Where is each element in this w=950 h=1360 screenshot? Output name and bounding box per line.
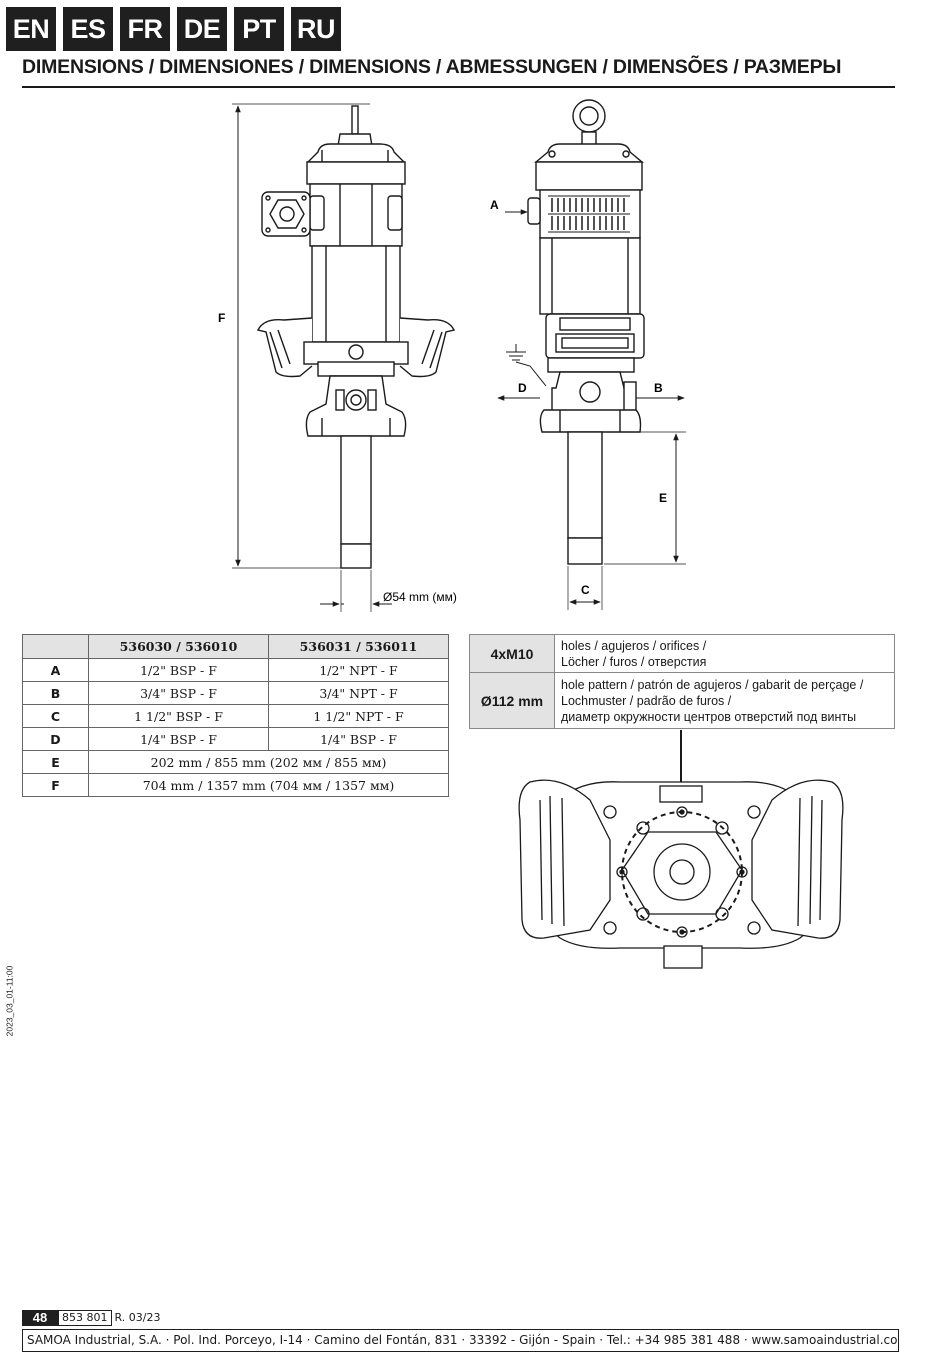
table-row: F 704 mm / 1357 mm (704 мм / 1357 мм) — [22, 773, 449, 797]
holes-key: Ø112 mm — [469, 672, 555, 729]
lang-tab-es[interactable]: ES — [63, 7, 113, 51]
row-key: C — [22, 704, 89, 728]
holes-desc-line: holes / agujeros / orifices / — [561, 638, 707, 653]
language-tabs: EN ES FR DE PT RU — [6, 7, 341, 51]
side-view — [527, 99, 645, 565]
table-cell: 202 mm / 855 mm (202 мм / 855 мм) — [88, 750, 449, 774]
table-row: D 1/4" BSP - F 1/4" BSP - F — [22, 727, 449, 751]
table-row: C 1 1/2" BSP - F 1 1/2" NPT - F — [22, 704, 449, 728]
page-number: 48 — [22, 1310, 58, 1326]
document-revision: R. 03/23 — [114, 1311, 161, 1324]
lang-tab-ru[interactable]: RU — [291, 7, 341, 51]
holes-desc-line: Lochmuster / padrão de furos / — [561, 693, 732, 708]
holes-table: 4xM10 holes / agujeros / orifices / Löch… — [469, 634, 895, 729]
front-view — [256, 105, 456, 569]
label-d: D — [518, 381, 527, 395]
table-row: A 1/2" BSP - F 1/2" NPT - F — [22, 658, 449, 682]
holes-desc-line: Löcher / furos / отверстия — [561, 654, 707, 669]
row-key: A — [22, 658, 89, 682]
table-cell: 1/4" BSP - F — [88, 727, 269, 751]
hole-pattern-view — [518, 730, 844, 969]
holes-desc-line: диаметр окружности центров отверстий под… — [561, 709, 857, 724]
dimension-diameter-line — [320, 570, 392, 612]
row-key: E — [22, 750, 89, 774]
table-cell: 704 mm / 1357 mm (704 мм / 1357 мм) — [88, 773, 449, 797]
table-cell: 1 1/2" NPT - F — [268, 704, 449, 728]
page-title: DIMENSIONS / DIMENSIONES / DIMENSIONS / … — [22, 56, 842, 78]
label-b: B — [654, 381, 663, 395]
table-cell: 1 1/2" BSP - F — [88, 704, 269, 728]
footer-page-info: 48 853 801 R. 03/23 — [22, 1310, 163, 1326]
lang-tab-de[interactable]: DE — [177, 7, 227, 51]
table-cell: 1/2" NPT - F — [268, 658, 449, 682]
side-date-stamp: 2023_03_01-11:00 — [4, 965, 15, 1037]
table-header-cell — [22, 634, 89, 659]
holes-key: 4xM10 — [469, 634, 555, 673]
footer-company-info: SAMOA Industrial, S.A. · Pol. Ind. Porce… — [22, 1329, 899, 1352]
table-header-cell: 536030 / 536010 — [88, 634, 269, 659]
holes-desc: holes / agujeros / orifices / Löcher / f… — [554, 634, 895, 673]
row-key: B — [22, 681, 89, 705]
table-cell: 1/2" BSP - F — [88, 658, 269, 682]
dimensions-table: 536030 / 536010 536031 / 536011 A 1/2" B… — [22, 634, 449, 797]
label-diameter: Ø54 mm (мм) — [383, 590, 457, 604]
title-divider — [22, 86, 895, 88]
table-row: B 3/4" BSP - F 3/4" NPT - F — [22, 681, 449, 705]
row-key: D — [22, 727, 89, 751]
lang-tab-fr[interactable]: FR — [120, 7, 170, 51]
dimension-side-lines — [497, 209, 686, 610]
label-c: C — [581, 583, 590, 597]
label-a: A — [490, 198, 499, 212]
table-cell: 3/4" NPT - F — [268, 681, 449, 705]
technical-drawing: F Ø54 mm (мм) — [218, 99, 844, 969]
document-code: 853 801 — [58, 1310, 112, 1326]
table-header-cell: 536031 / 536011 — [268, 634, 449, 659]
table-cell: 3/4" BSP - F — [88, 681, 269, 705]
row-key: F — [22, 773, 89, 797]
lang-tab-en[interactable]: EN — [6, 7, 56, 51]
table-row: E 202 mm / 855 mm (202 мм / 855 мм) — [22, 750, 449, 774]
holes-desc-line: hole pattern / patrón de agujeros / gaba… — [561, 677, 864, 692]
lang-tab-pt[interactable]: PT — [234, 7, 284, 51]
label-f: F — [218, 311, 225, 325]
dimension-f-line — [232, 103, 370, 569]
table-row: 4xM10 holes / agujeros / orifices / Löch… — [469, 634, 895, 673]
table-row: Ø112 mm hole pattern / patrón de agujero… — [469, 672, 895, 729]
table-cell: 1/4" BSP - F — [268, 727, 449, 751]
table-header-row: 536030 / 536010 536031 / 536011 — [22, 634, 449, 659]
label-e: E — [659, 491, 667, 505]
holes-desc: hole pattern / patrón de agujeros / gaba… — [554, 672, 895, 729]
